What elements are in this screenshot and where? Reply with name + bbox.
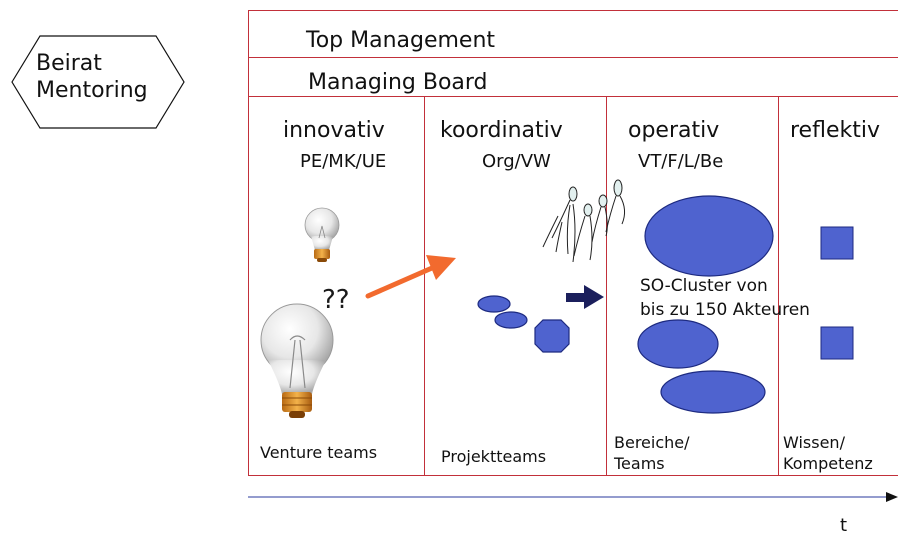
- column-title-koordinativ: koordinativ: [440, 118, 563, 143]
- footer-wissen-line-2: Kompetenz: [783, 454, 873, 473]
- cluster-note-line-1: SO-Cluster von: [640, 276, 768, 296]
- footer-wissen-kompetenz: Wissen/ Kompetenz: [783, 432, 898, 474]
- divider-top-management: [248, 57, 898, 58]
- cluster-ellipse-large: [644, 195, 774, 277]
- column-subtitle-innovativ: PE/MK/UE: [300, 151, 387, 172]
- column-divider-3: [778, 96, 779, 476]
- column-divider-2: [606, 96, 607, 476]
- cluster-note: SO-Cluster von bis zu 150 Akteuren: [640, 274, 810, 322]
- people-figures-icon: [542, 179, 626, 263]
- cluster-note-line-2: bis zu 150 Akteuren: [640, 300, 810, 320]
- column-title-innovativ: innovativ: [283, 118, 385, 143]
- reflective-square-1: [820, 226, 854, 260]
- footer-wissen-line-1: Wissen/: [783, 433, 845, 452]
- column-divider-1: [424, 96, 425, 476]
- time-axis-label: t: [840, 515, 848, 536]
- reflective-square-2: [820, 326, 854, 360]
- column-subtitle-operativ: VT/F/L/Be: [638, 151, 724, 172]
- managing-board-label: Managing Board: [308, 70, 488, 95]
- lightbulb-icon-large: [260, 303, 334, 418]
- project-team-octagon: [534, 319, 570, 353]
- transition-arrow-navy: [566, 285, 604, 309]
- org-frame: [248, 10, 898, 476]
- column-subtitle-koordinativ: Org/VW: [482, 151, 551, 172]
- column-title-reflektiv: reflektiv: [790, 118, 880, 143]
- footer-bereiche-line-2: Teams: [614, 454, 665, 473]
- footer-bereiche-line-1: Bereiche/: [614, 433, 690, 452]
- lightbulb-icon-small: [304, 207, 340, 262]
- top-management-label: Top Management: [306, 28, 496, 53]
- transition-arrow-orange: [365, 255, 456, 299]
- cluster-ellipse-medium: [637, 319, 719, 369]
- question-marks: ??: [322, 285, 350, 315]
- footer-projektteams: Projektteams: [441, 447, 547, 466]
- footer-bereiche-teams: Bereiche/ Teams: [614, 432, 690, 474]
- advisory-line-1: Beirat: [36, 51, 102, 76]
- divider-managing-board: [248, 96, 898, 97]
- project-team-shape-2: [494, 311, 528, 329]
- cluster-ellipse-wide: [660, 370, 766, 414]
- advisory-line-2: Mentoring: [36, 78, 148, 103]
- footer-venture-teams: Venture teams: [260, 443, 378, 462]
- advisory-label: Beirat Mentoring: [36, 50, 148, 104]
- time-axis: [248, 492, 898, 502]
- column-title-operativ: operativ: [628, 118, 720, 143]
- project-team-shape-1: [477, 295, 511, 313]
